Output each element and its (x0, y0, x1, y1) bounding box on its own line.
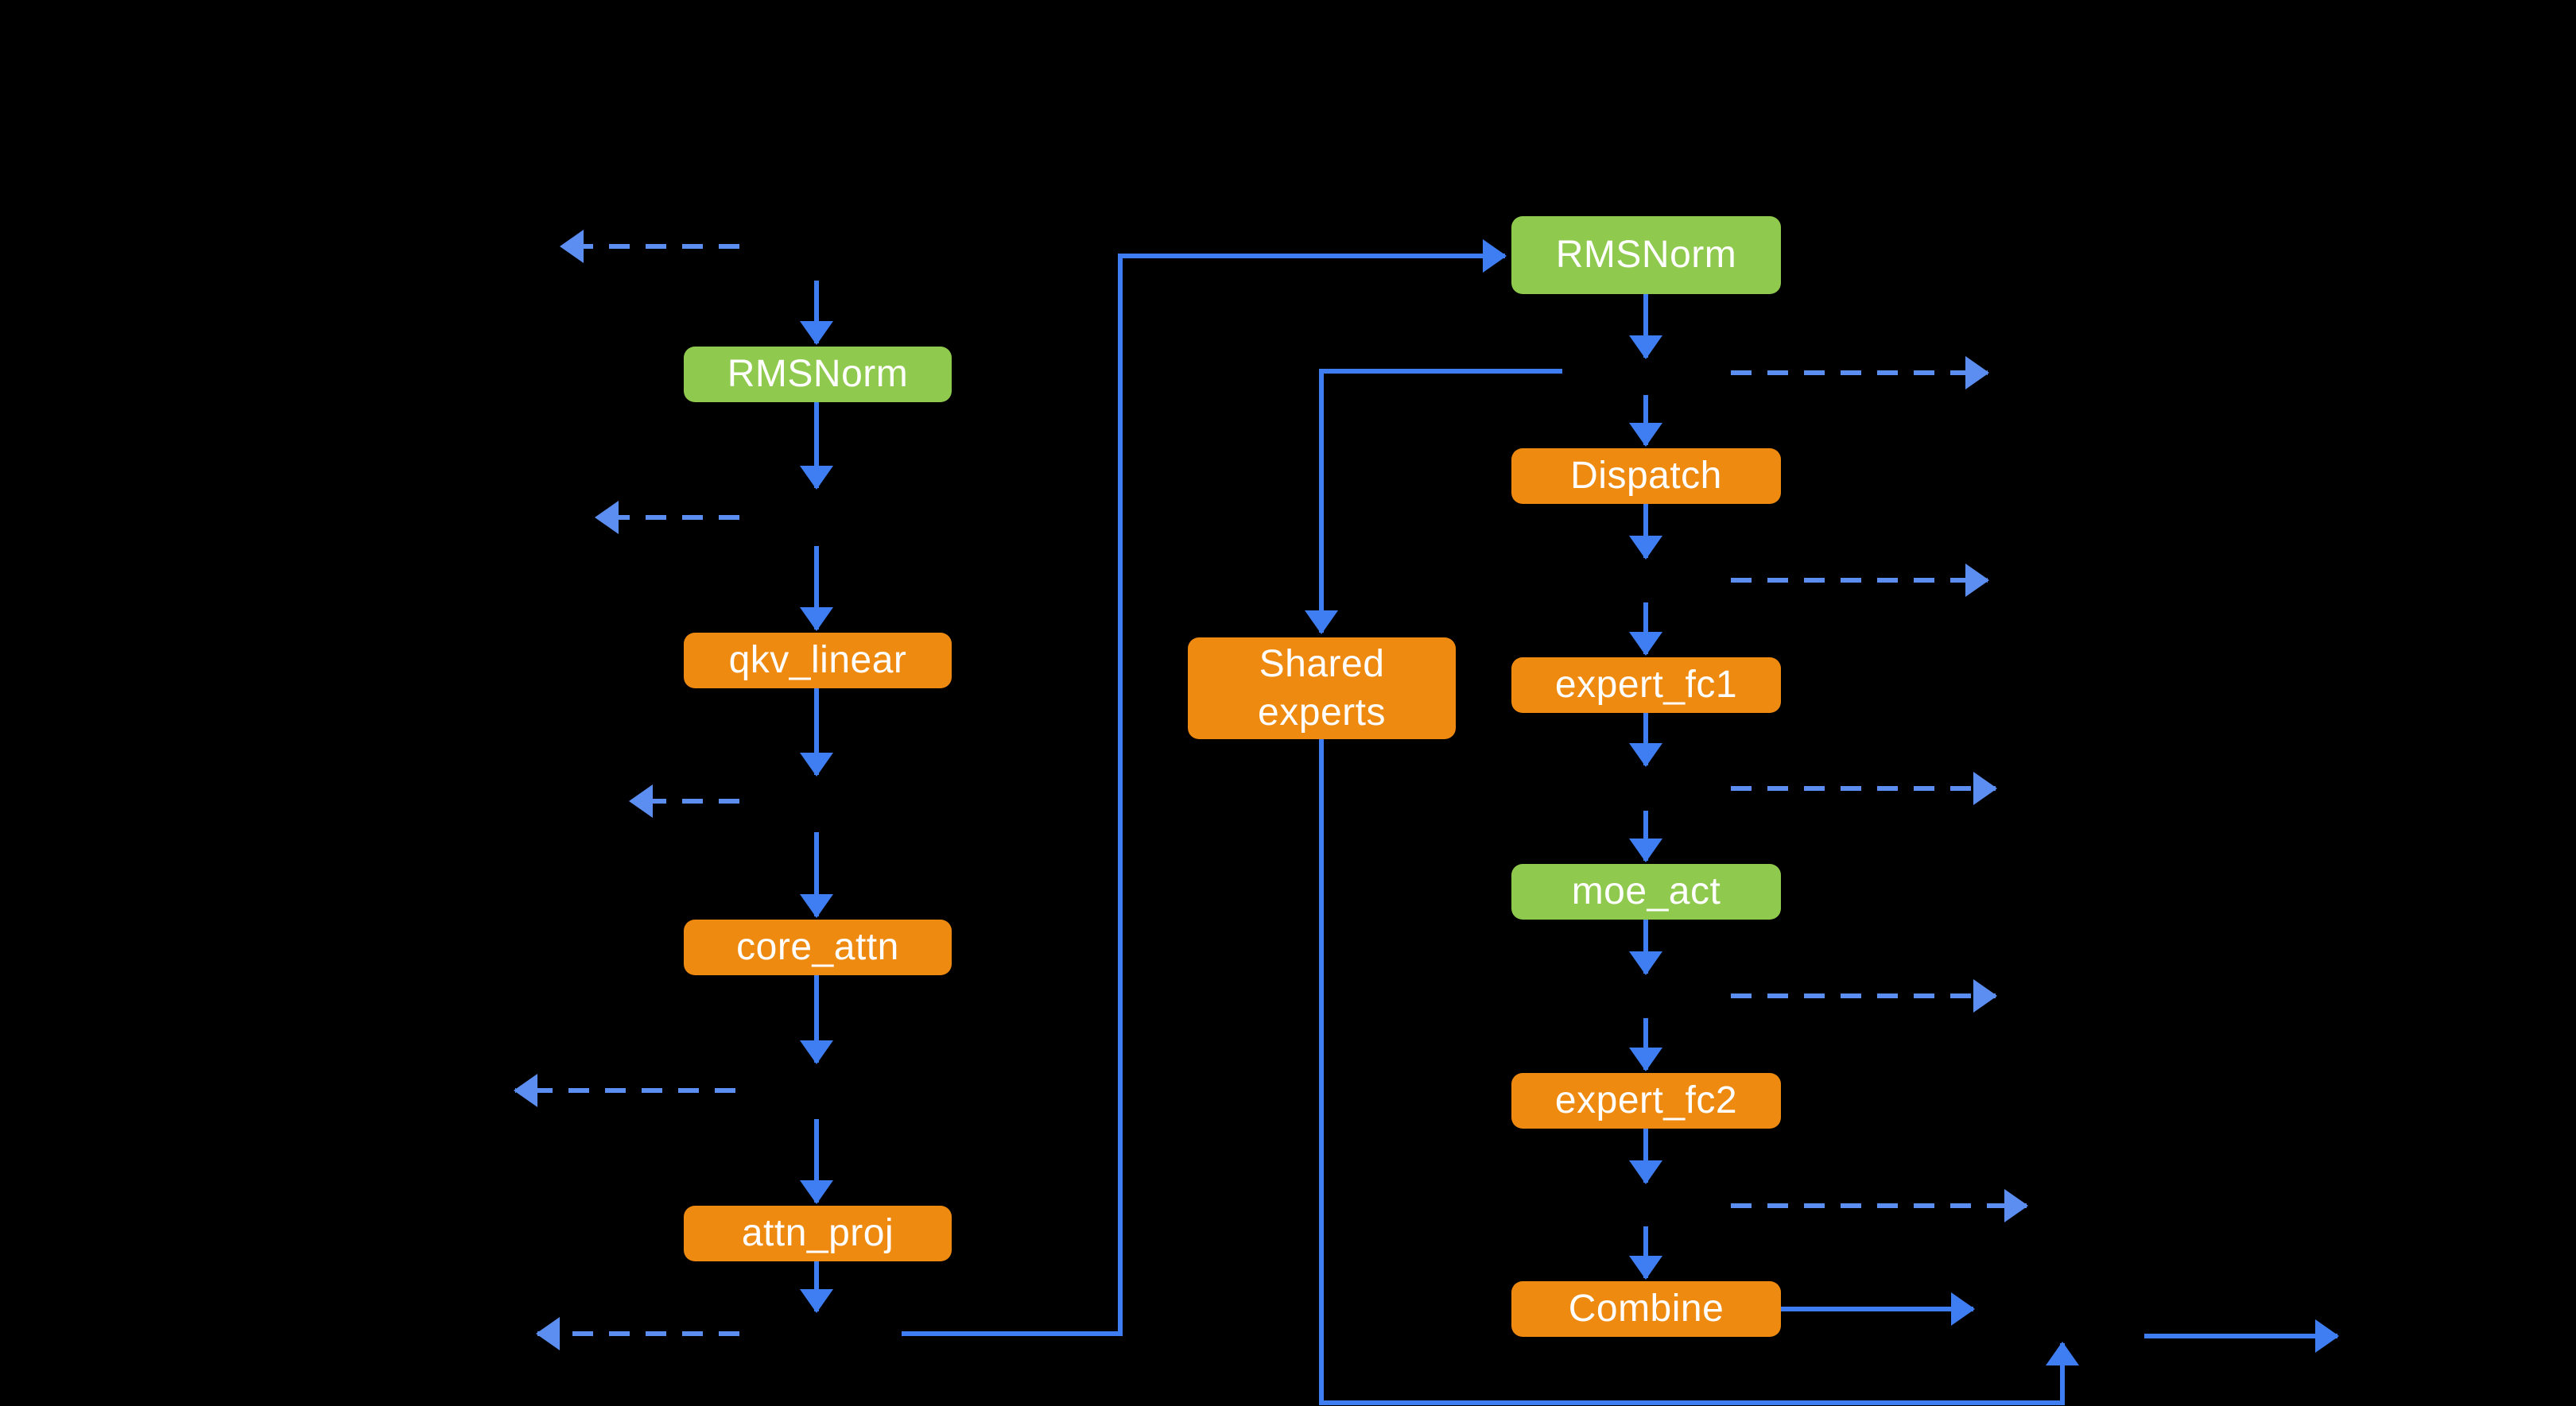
node-qkv-linear: qkv_linear (684, 633, 952, 688)
edge-branch-to-shared-experts-arrow (1305, 369, 1562, 634)
node-label: RMSNorm (727, 353, 909, 396)
node-rmsnorm-attn: RMSNorm (684, 347, 952, 402)
node-attn-proj: attn_proj (684, 1206, 952, 1261)
node-label: attn_proj (741, 1212, 894, 1255)
node-combine: Combine (1511, 1281, 1781, 1337)
node-expert-fc2: expert_fc2 (1511, 1073, 1781, 1129)
node-label: RMSNorm (1555, 234, 1737, 277)
node-core-attn: core_attn (684, 920, 952, 975)
node-label: core_attn (736, 926, 899, 969)
node-dispatch: Dispatch (1511, 448, 1781, 504)
edge-shared-experts-out-arrow (1319, 739, 2079, 1405)
node-label: qkv_linear (728, 639, 907, 682)
node-label: Shared experts (1258, 642, 1386, 734)
node-label: Combine (1568, 1288, 1724, 1330)
node-label: expert_fc1 (1554, 664, 1738, 707)
node-label: Dispatch (1570, 455, 1722, 498)
edge-attn-stream-to-rmsnorm-moe-arrow (902, 239, 1507, 1336)
node-label: moe_act (1571, 870, 1721, 913)
node-expert-fc1: expert_fc1 (1511, 657, 1781, 713)
node-shared-experts: Shared experts (1188, 637, 1456, 739)
node-label: expert_fc2 (1554, 1079, 1738, 1122)
node-rmsnorm-moe: RMSNorm (1511, 216, 1781, 294)
node-moe-act: moe_act (1511, 864, 1781, 920)
